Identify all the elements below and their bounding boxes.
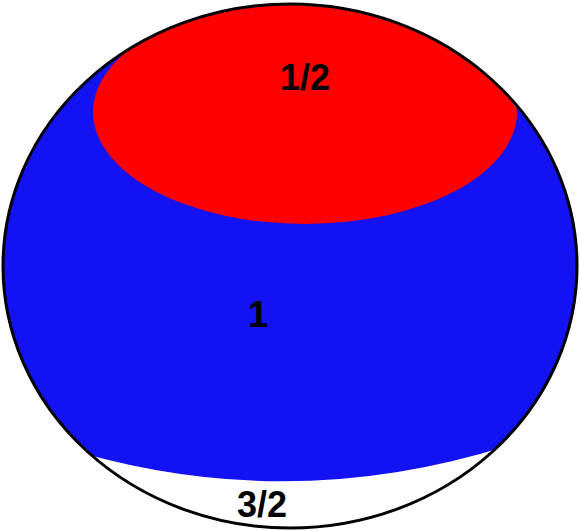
region-label: 3/2 xyxy=(231,483,293,527)
region-label: 1 xyxy=(242,293,274,337)
region-label: 1/2 xyxy=(274,56,336,100)
region-value: 3/2 xyxy=(237,485,287,525)
sphere-outline xyxy=(3,4,577,528)
region-value: 1/2 xyxy=(280,58,330,98)
region-value: 1 xyxy=(248,295,268,335)
